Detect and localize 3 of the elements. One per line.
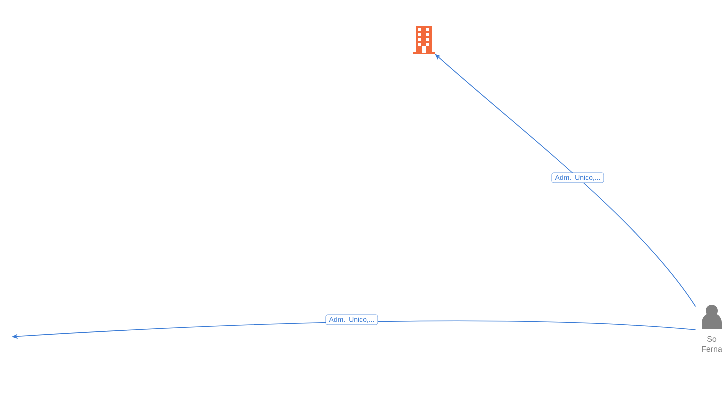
node-label: So Ferna	[702, 336, 722, 352]
person-node: So Ferna	[702, 305, 722, 352]
building-icon	[413, 26, 435, 54]
